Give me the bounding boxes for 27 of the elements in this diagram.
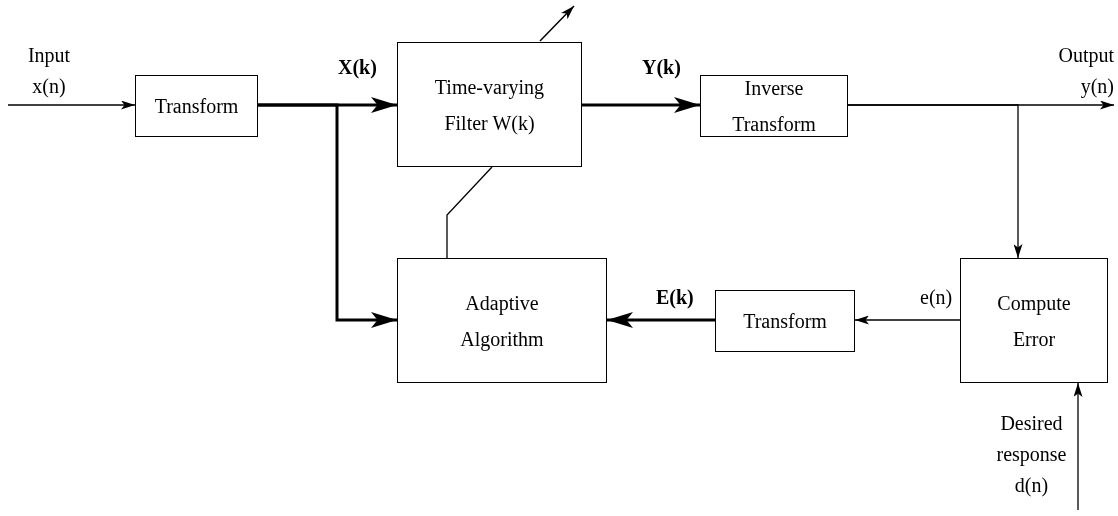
box-label: Compute Error (996, 290, 1072, 352)
process-box (397, 258, 607, 383)
arrow (258, 103, 397, 328)
edge-label: e(n) (918, 286, 955, 308)
box-label: Adaptive Algorithm (459, 290, 545, 353)
process-box (397, 42, 582, 167)
process-box (715, 290, 855, 352)
arrow (7, 100, 136, 110)
arrow (607, 312, 715, 328)
arrow (847, 104, 1023, 259)
edge-label: Y(k) (640, 56, 683, 78)
connector-line (446, 166, 493, 259)
edge-label: E(k) (654, 286, 696, 308)
box-label: Transform (743, 309, 827, 334)
arrow (1073, 382, 1083, 511)
signal-label: Desired response d(n) (995, 411, 1068, 499)
process-box (960, 258, 1108, 383)
box-label: Inverse Transform (731, 76, 817, 137)
box-label: Time-varying Filter W(k) (433, 74, 546, 136)
signal-label: Input x(n) (26, 43, 72, 99)
edge-label: X(k) (336, 56, 379, 78)
signal-label: Output y(n) (1057, 43, 1114, 100)
arrow (582, 97, 700, 113)
process-box (700, 75, 848, 137)
arrow (854, 315, 961, 325)
box-label: Transform (154, 94, 239, 119)
process-box (135, 75, 258, 137)
